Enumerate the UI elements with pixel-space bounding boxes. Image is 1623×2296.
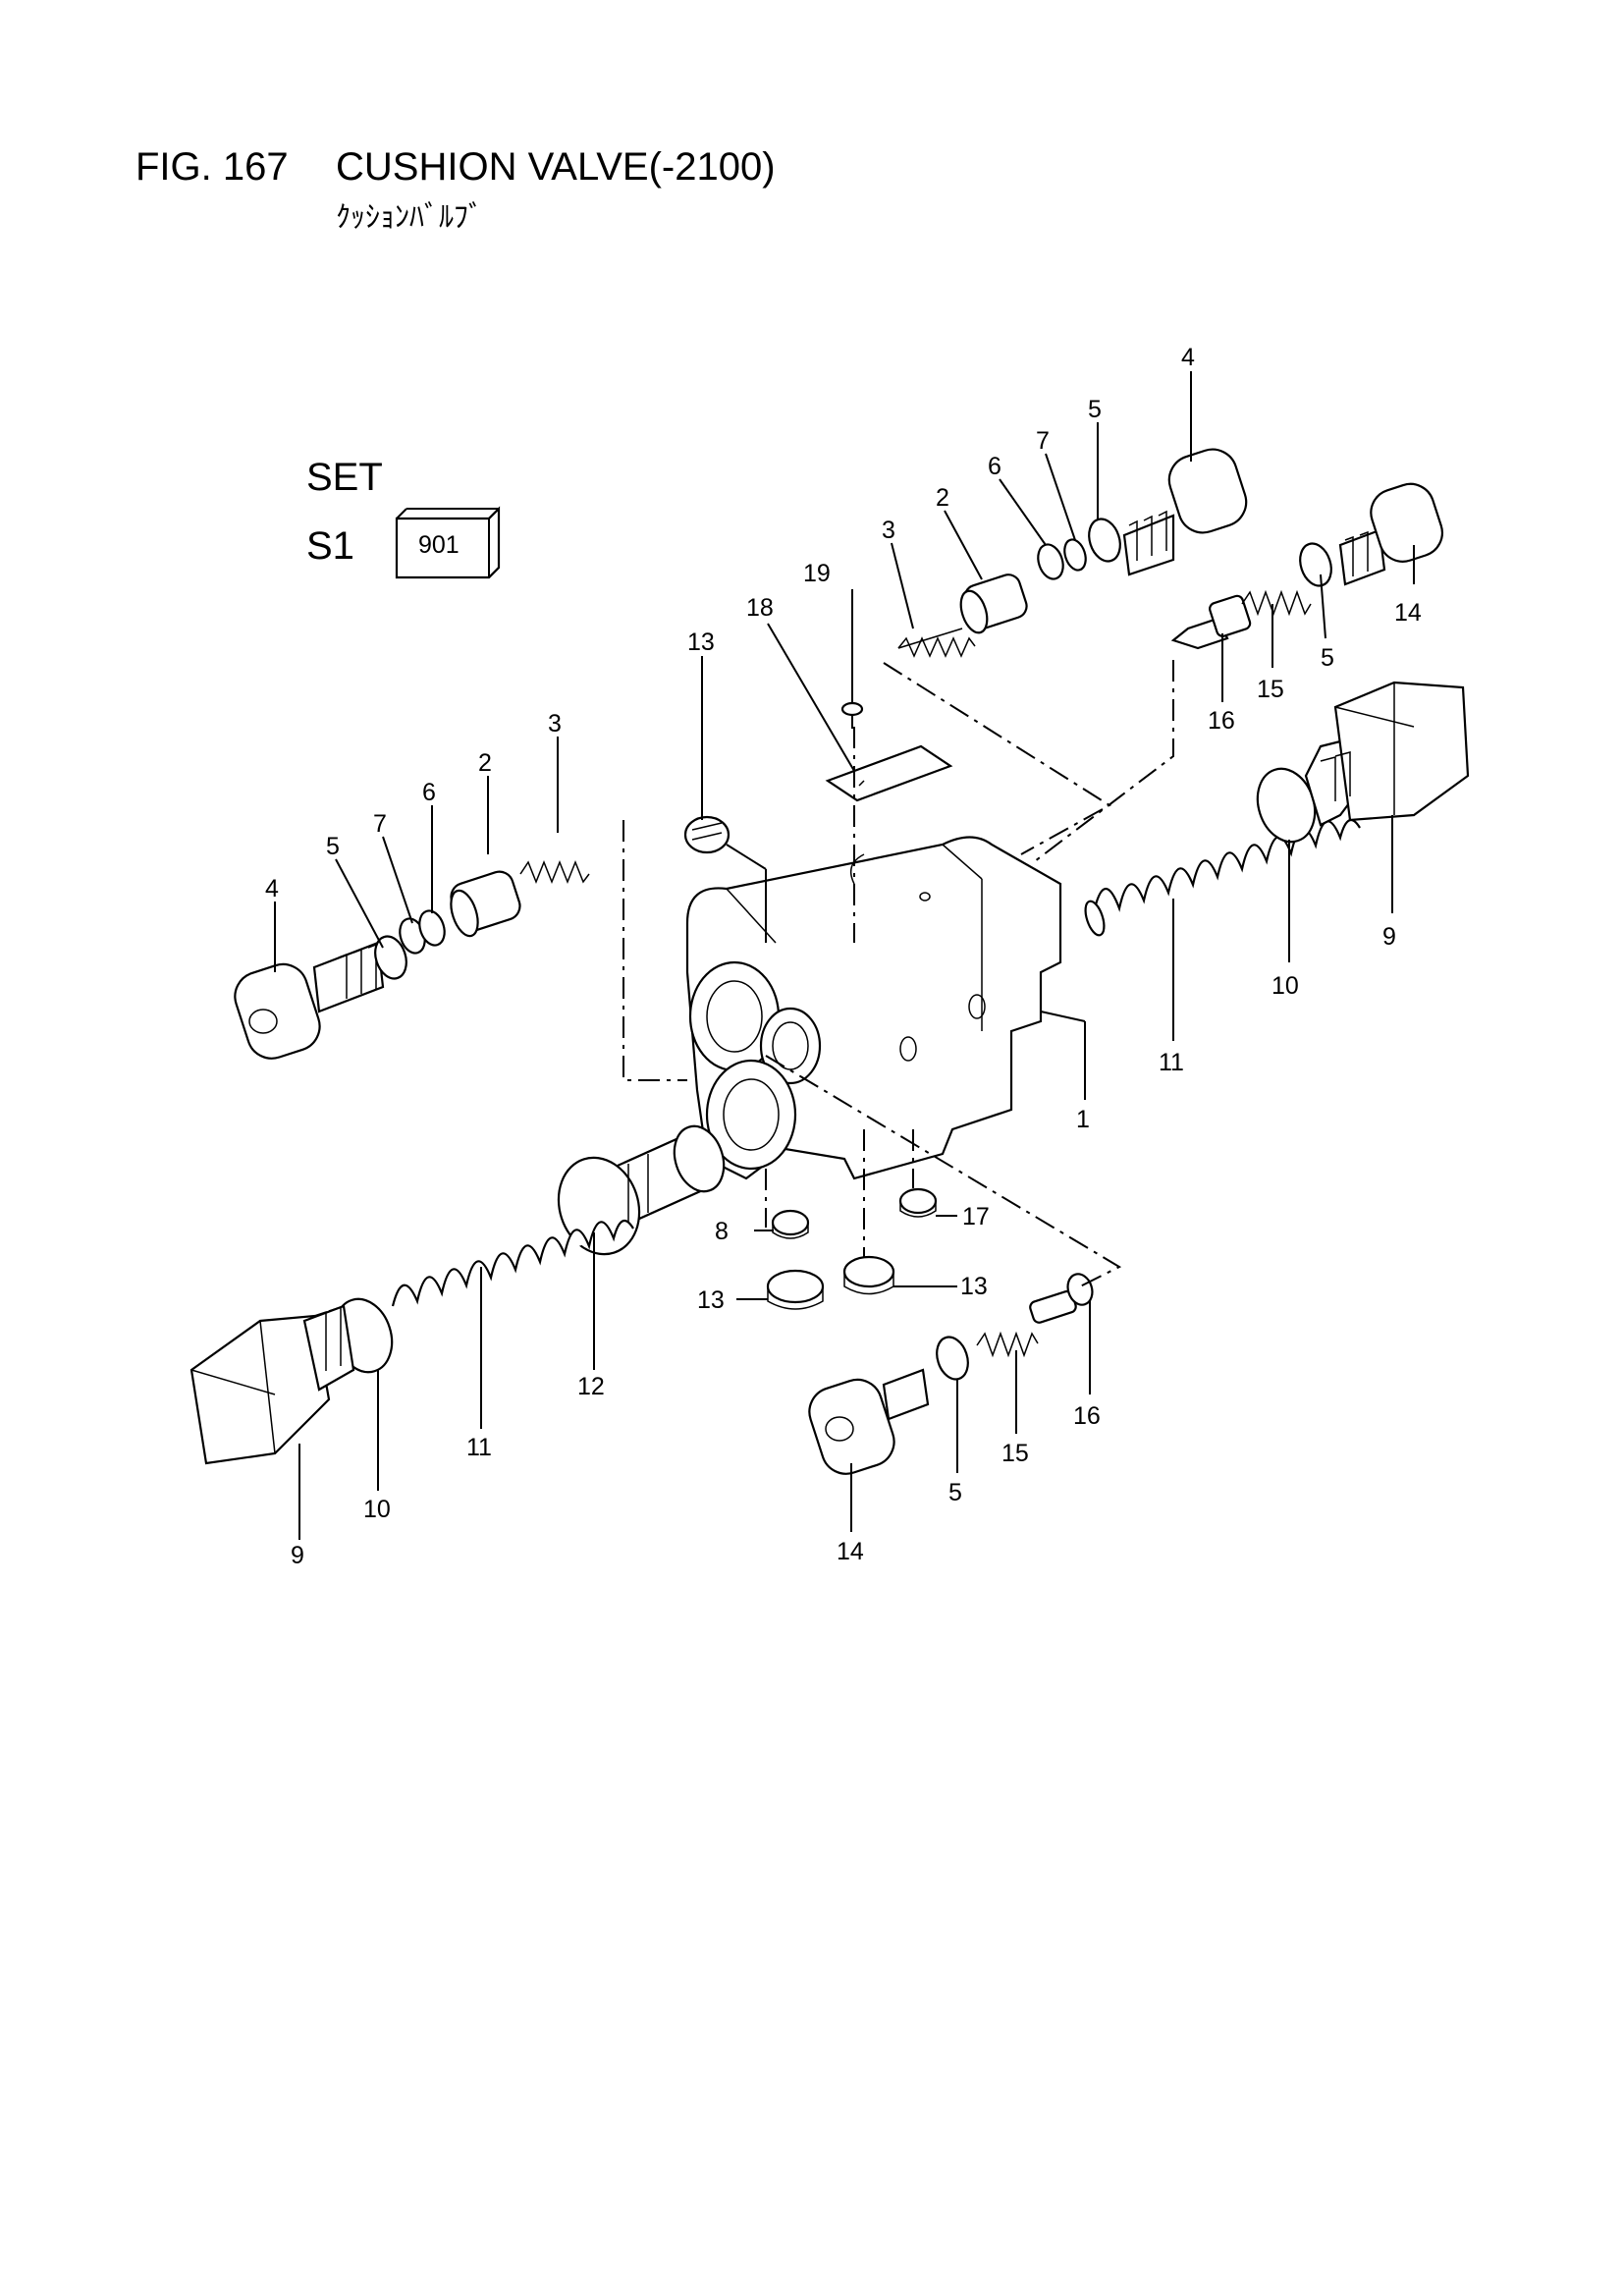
set-box-901: 901 — [395, 506, 501, 579]
callout-16-bottom: 16 — [1073, 1402, 1101, 1430]
callout-5-left: 5 — [326, 833, 340, 860]
figure-number: FIG. 167 — [135, 145, 289, 189]
spring-part-11-left — [391, 1219, 634, 1307]
set-label: SET — [306, 456, 383, 499]
plug-part-8 — [771, 1209, 810, 1239]
callout-8: 8 — [715, 1218, 729, 1245]
callout-13-upper: 13 — [687, 629, 715, 656]
set-code-label: S1 — [306, 524, 354, 568]
spring-part-11-right — [1084, 818, 1361, 937]
hex-plug-part-9-left — [189, 1304, 355, 1465]
valve-body-part-1 — [685, 836, 1062, 1180]
callout-3-left: 3 — [548, 710, 562, 738]
name-plate-part-18 — [825, 744, 953, 802]
callout-5-bottom: 5 — [948, 1479, 962, 1506]
callout-16-right: 16 — [1208, 707, 1235, 735]
poppet-part-16-bottom — [1029, 1273, 1094, 1324]
hex-plug-part-9-right — [1304, 681, 1470, 827]
callout-9-right: 9 — [1382, 923, 1396, 951]
callout-14-bottom: 14 — [837, 1538, 864, 1565]
callout-13-left: 13 — [697, 1286, 725, 1314]
callout-17: 17 — [962, 1203, 990, 1230]
plug-part-4-top — [1122, 448, 1248, 576]
callout-10-right: 10 — [1271, 972, 1299, 1000]
o-ring-part-5-right — [1299, 542, 1332, 587]
assembly-lines — [622, 660, 1174, 1287]
callout-6-top: 6 — [988, 453, 1001, 480]
piston-part-2-left — [450, 870, 521, 938]
figure-title: CUSHION VALVE(-2100) — [336, 145, 776, 189]
callout-3-top: 3 — [882, 517, 895, 544]
leader-lines — [274, 371, 1415, 1540]
callout-11-left: 11 — [466, 1434, 492, 1461]
o-ring-part-5-bottom — [936, 1336, 969, 1381]
plug-part-13-upper — [683, 815, 730, 854]
callout-18: 18 — [746, 594, 774, 622]
callout-labels: 4 5 7 6 2 3 19 18 13 14 5 15 16 9 10 11 … — [265, 344, 1422, 1569]
spring-part-3-top — [897, 628, 976, 658]
spring-part-15-right — [1241, 589, 1312, 617]
callout-4-left: 4 — [265, 875, 279, 902]
callout-19: 19 — [803, 560, 831, 587]
screw-part-19 — [840, 701, 864, 729]
callout-9-left: 9 — [291, 1542, 304, 1569]
callout-6-left: 6 — [422, 779, 436, 806]
set-box-code: 901 — [418, 531, 460, 559]
callout-7-left: 7 — [373, 810, 387, 838]
backup-ring-part-7-top — [1063, 538, 1087, 572]
figure-title-japanese: ｸｯｼｮﾝﾊﾞﾙﾌﾞ — [336, 200, 483, 235]
plug-part-17 — [898, 1187, 938, 1218]
plug-part-13-left — [766, 1269, 825, 1310]
callout-5-top: 5 — [1088, 396, 1102, 423]
o-ring-part-5-top — [1088, 518, 1121, 563]
callout-7-top: 7 — [1036, 427, 1050, 455]
plug-part-14-right — [1338, 482, 1443, 586]
callout-4-top: 4 — [1181, 344, 1195, 371]
spring-part-15-bottom — [976, 1331, 1039, 1358]
callout-11-right: 11 — [1159, 1049, 1184, 1076]
callout-1: 1 — [1076, 1106, 1090, 1133]
plug-part-14-bottom — [808, 1368, 930, 1475]
callout-14-right: 14 — [1394, 599, 1422, 627]
o-ring-part-6-top — [1037, 543, 1064, 580]
callout-2-top: 2 — [936, 484, 949, 512]
spring-part-3-left — [519, 859, 590, 885]
callout-5-right: 5 — [1321, 644, 1334, 672]
piston-part-2-top — [959, 574, 1028, 634]
poppet-part-16-right — [1170, 594, 1252, 650]
plug-part-4-left — [234, 941, 385, 1060]
callout-13-mid: 13 — [960, 1273, 988, 1300]
callout-15-bottom: 15 — [1001, 1440, 1029, 1467]
plug-part-13-mid — [842, 1255, 895, 1295]
callout-2-left: 2 — [478, 749, 492, 777]
callout-15-right: 15 — [1257, 676, 1284, 703]
o-ring-part-6-left — [418, 909, 446, 947]
callout-12: 12 — [577, 1373, 605, 1400]
callout-10-left: 10 — [363, 1496, 391, 1523]
